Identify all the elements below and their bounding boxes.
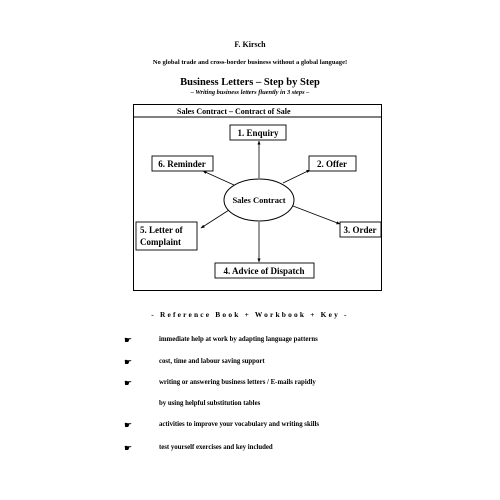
step-offer-box <box>308 155 357 172</box>
step-order-label: 3. Order <box>344 225 377 235</box>
book-title: Business Letters – Step by Step <box>180 77 320 88</box>
step-enquiry-label: 1. Enquiry <box>237 128 279 138</box>
step-offer-label: 2. Offer <box>317 159 347 169</box>
diagram-frame <box>133 104 382 291</box>
step-reminder-label: 6. Reminder <box>158 159 206 169</box>
pointing-hand-icon: ☛ <box>124 378 133 388</box>
diagram-heading: Sales Contract – Contract of Sale <box>177 107 291 116</box>
center-label: Sales Contract <box>232 195 285 205</box>
author-name: F. Kirsch <box>234 40 266 49</box>
step-order-box <box>339 221 382 238</box>
pointing-hand-icon: ☛ <box>124 420 133 430</box>
center-ellipse <box>223 178 295 222</box>
arrow-to-order <box>292 205 341 225</box>
list-item: activities to improve your vocabulary an… <box>159 421 320 428</box>
reference-line: - Reference Book + Workbook + Key - <box>151 310 349 319</box>
list-item: immediate help at work by adapting langu… <box>159 336 318 343</box>
list-item: test yourself exercises and key included <box>159 444 273 451</box>
pointing-hand-icon: ☛ <box>124 443 133 453</box>
step-complaint-box <box>135 221 198 251</box>
step-dispatch-box <box>214 262 315 279</box>
pointing-hand-icon: ☛ <box>124 335 133 345</box>
step-enquiry-box <box>229 124 287 141</box>
sales-contract-diagram: Sales Contract – Contract of Sale Sales … <box>133 104 382 291</box>
pointing-hand-icon: ☛ <box>124 357 133 367</box>
list-item: cost, time and labour saving support <box>159 358 265 365</box>
arrow-to-offer <box>282 169 311 184</box>
arrow-to-complaint <box>200 209 230 229</box>
arrow-to-reminder <box>202 170 235 186</box>
step-complaint-label-line1: 5. Letter of <box>140 225 184 235</box>
step-reminder-box <box>151 155 214 172</box>
step-dispatch-label: 4. Advice of Dispatch <box>224 266 305 276</box>
list-item: writing or answering business letters / … <box>159 379 316 386</box>
step-complaint-label-line2: Complaint <box>140 237 181 247</box>
list-item: by using helpful substitution tables <box>159 400 261 407</box>
slogan: No global trade and cross-border busines… <box>152 59 348 66</box>
book-subtitle: – Writing business letters fluently in 3… <box>190 89 310 96</box>
